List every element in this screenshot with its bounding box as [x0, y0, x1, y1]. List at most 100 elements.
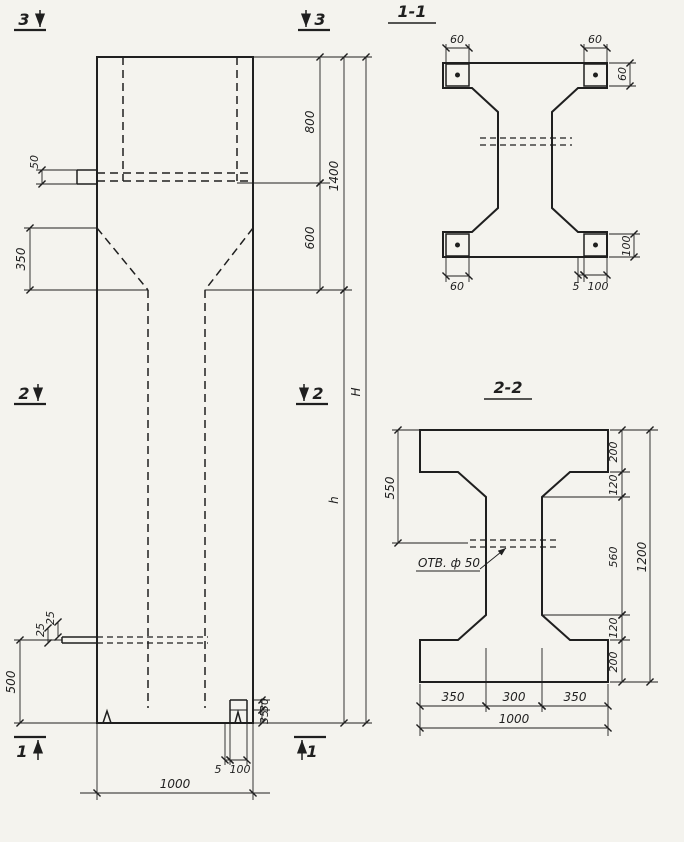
dimension-tick — [315, 52, 325, 62]
dimension-tick — [53, 617, 63, 627]
dim-label-flange-b: 200 — [607, 652, 620, 673]
dim-label-base: 500 — [4, 670, 18, 693]
dimension-tick — [25, 285, 35, 295]
dim-label-console: 600 — [303, 226, 317, 249]
section-1-1-title: 1-1 — [398, 2, 427, 21]
dimension-tick — [579, 270, 589, 280]
dim-label-taper: 350 — [14, 247, 28, 270]
dimension-tick — [15, 635, 25, 645]
hole-callout: ОТВ. ф 50 — [416, 547, 507, 572]
dimension-tick — [257, 718, 267, 728]
dimension-tick — [603, 701, 613, 711]
dim-label-height: 1200 — [635, 541, 649, 572]
dimension-tick — [617, 610, 627, 620]
dimension-tick — [339, 718, 349, 728]
dimension-tick — [441, 43, 451, 53]
section-cut-markers: 3 3 2 2 1 1 — [14, 10, 330, 761]
dim-label-width: 1000 — [160, 777, 191, 791]
dimension-tick — [315, 285, 325, 295]
dim-label-shaft: h — [327, 496, 341, 504]
section-1-1-dimensions: 60 60 60 60 5 100 100 — [441, 33, 640, 293]
dim-label-plate-w: 100 — [230, 763, 251, 776]
dim-label-gap: 5 — [215, 763, 222, 776]
elevation-view: 50 350 800 600 1400 h H 500 25 25 30 35 … — [4, 10, 372, 800]
cut-marker-2-right: 2 — [312, 384, 323, 403]
anchor-dot — [593, 72, 598, 78]
anchor-dot — [593, 242, 598, 248]
dim-label-haunch-a: 120 — [607, 475, 620, 496]
dimension-tick — [315, 178, 325, 188]
dimension-tick — [43, 638, 53, 648]
column-outline — [61, 56, 254, 724]
dim-label-gap: 5 — [573, 280, 580, 293]
dimension-tick — [225, 755, 235, 765]
section-2-2-title: 2-2 — [494, 378, 523, 397]
dim-label-off-a: 25 — [34, 623, 47, 637]
section-1-1: 1-1 — [388, 2, 640, 293]
dimension-tick — [37, 165, 47, 175]
dimension-tick — [220, 755, 230, 765]
dim-label-right-bottom: 100 — [620, 236, 633, 257]
dim-label-bl: 60 — [450, 280, 464, 293]
dim-label-plate: 100 — [588, 280, 609, 293]
dim-label-web: 560 — [607, 547, 620, 568]
dimension-tick — [415, 723, 425, 733]
dimension-tick — [242, 755, 252, 765]
leader-arrow — [479, 547, 507, 570]
hole-hidden-lines — [480, 137, 572, 146]
cut-marker-3-left: 3 — [18, 10, 29, 29]
column-body — [96, 56, 254, 724]
dimension-tick — [361, 52, 371, 62]
dimension-tick — [257, 705, 267, 715]
dimension-tick — [464, 271, 474, 281]
dimension-tick — [37, 179, 47, 189]
section-1-1-profile — [442, 62, 608, 258]
dimension-tick — [625, 81, 635, 91]
anchor-dot — [455, 72, 460, 78]
dimension-tick — [53, 632, 63, 642]
dimension-tick — [92, 788, 102, 798]
dimension-tick — [603, 723, 613, 733]
dim-label-seg-a: 350 — [442, 690, 465, 704]
dim-label-haunch-b: 120 — [607, 618, 620, 639]
dimension-tick — [393, 425, 403, 435]
dimension-tick — [629, 229, 639, 239]
cut-marker-1-right: 1 — [306, 742, 317, 761]
dim-label-lip: 30 — [258, 698, 271, 712]
dimension-tick — [339, 285, 349, 295]
dimension-tick — [617, 492, 627, 502]
dimension-tick — [573, 270, 583, 280]
dimension-tick — [464, 43, 474, 53]
dim-label-width: 1000 — [499, 712, 530, 726]
hole-hidden-lines — [470, 539, 560, 548]
cut-marker-1-left: 1 — [16, 742, 27, 761]
dim-label-right-top: 60 — [616, 67, 629, 81]
dimension-tick — [579, 43, 589, 53]
hole-label: ОТВ. ф 50 — [418, 556, 480, 570]
dim-label-off-b: 25 — [44, 611, 57, 625]
dim-label-recess: 800 — [303, 110, 317, 133]
dim-label-seg-mid: 300 — [503, 690, 526, 704]
dim-label-tab: 50 — [28, 155, 41, 169]
dimension-tick — [617, 635, 627, 645]
embedded-plates — [445, 63, 608, 257]
dimension-tick — [645, 677, 655, 687]
dimension-tick — [415, 701, 425, 711]
section-2-2-dimensions: 550 200 120 560 120 200 1200 350 300 350… — [383, 425, 658, 736]
dimension-tick — [537, 701, 547, 711]
section-2-2: 2-2 ОТВ. ф 50 — [383, 378, 658, 736]
base-notch — [234, 709, 242, 724]
dimension-tick — [602, 43, 612, 53]
dimension-tick — [339, 52, 349, 62]
dimension-tick — [15, 718, 25, 728]
dimension-tick — [361, 718, 371, 728]
dimension-tick — [441, 271, 451, 281]
base-notch — [102, 708, 112, 724]
cut-marker-2-left: 2 — [18, 384, 29, 403]
hidden-edges — [96, 57, 254, 708]
dimension-tick — [257, 695, 267, 705]
dim-label-upper-total: 1400 — [327, 160, 341, 191]
dim-label-flange-a: 200 — [607, 442, 620, 463]
